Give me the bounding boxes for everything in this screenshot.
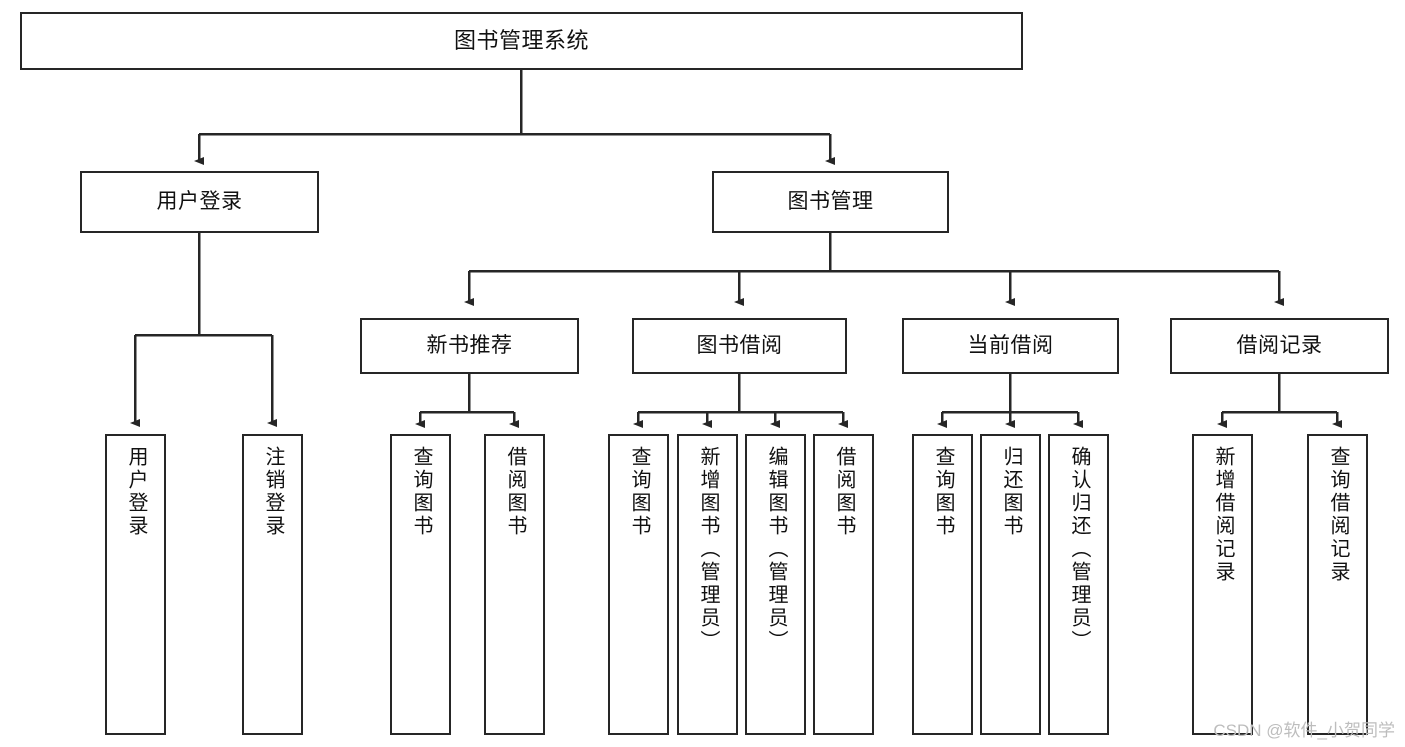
- node-label: 新增借阅记录: [1212, 446, 1234, 584]
- node-borrow-record[interactable]: 借阅记录: [1170, 318, 1389, 374]
- node-label: 确认归还（管理员）: [1068, 446, 1090, 653]
- node-label: 用户登录: [156, 190, 243, 214]
- node-label: 图书管理系统: [453, 27, 589, 53]
- leaf-new-book-borrow-book[interactable]: 借阅图书: [484, 434, 545, 735]
- node-label: 查询借阅记录: [1327, 446, 1349, 584]
- node-label: 当前借阅: [967, 334, 1054, 358]
- node-label: 新增图书（管理员）: [697, 446, 719, 653]
- node-root-book-management-system[interactable]: 图书管理系统: [20, 12, 1023, 70]
- node-label: 注销登录: [262, 446, 284, 538]
- node-label: 借阅图书: [833, 446, 855, 538]
- node-label: 图书借阅: [696, 334, 783, 358]
- leaf-borrow-record-add-record[interactable]: 新增借阅记录: [1192, 434, 1253, 735]
- leaf-book-borrow-query-book[interactable]: 查询图书: [608, 434, 669, 735]
- node-label: 图书管理: [787, 190, 874, 214]
- leaf-book-borrow-edit-book-admin[interactable]: 编辑图书（管理员）: [745, 434, 806, 735]
- leaf-new-book-query-book[interactable]: 查询图书: [390, 434, 451, 735]
- node-label: 编辑图书（管理员）: [765, 446, 787, 653]
- node-label: 用户登录: [125, 446, 147, 538]
- node-new-book-recommend[interactable]: 新书推荐: [360, 318, 579, 374]
- node-label: 查询图书: [410, 446, 432, 538]
- watermark: CSDN @软件_小贺同学: [1213, 721, 1395, 740]
- leaf-current-borrow-query-book[interactable]: 查询图书: [912, 434, 973, 735]
- leaf-book-borrow-borrow-book[interactable]: 借阅图书: [813, 434, 874, 735]
- leaf-current-borrow-confirm-return-admin[interactable]: 确认归还（管理员）: [1048, 434, 1109, 735]
- node-label: 归还图书: [1000, 446, 1022, 538]
- node-current-borrow[interactable]: 当前借阅: [902, 318, 1119, 374]
- node-user-login[interactable]: 用户登录: [80, 171, 319, 233]
- node-label: 查询图书: [932, 446, 954, 538]
- leaf-borrow-record-query-record[interactable]: 查询借阅记录: [1307, 434, 1368, 735]
- leaf-user-login-logout[interactable]: 注销登录: [242, 434, 303, 735]
- node-book-borrow[interactable]: 图书借阅: [632, 318, 847, 374]
- leaf-book-borrow-add-book-admin[interactable]: 新增图书（管理员）: [677, 434, 738, 735]
- leaf-user-login-login[interactable]: 用户登录: [105, 434, 166, 735]
- node-label: 借阅图书: [504, 446, 526, 538]
- node-label: 借阅记录: [1236, 334, 1323, 358]
- node-label: 新书推荐: [426, 334, 513, 358]
- node-label: 查询图书: [628, 446, 650, 538]
- node-book-management[interactable]: 图书管理: [712, 171, 949, 233]
- leaf-current-borrow-return-book[interactable]: 归还图书: [980, 434, 1041, 735]
